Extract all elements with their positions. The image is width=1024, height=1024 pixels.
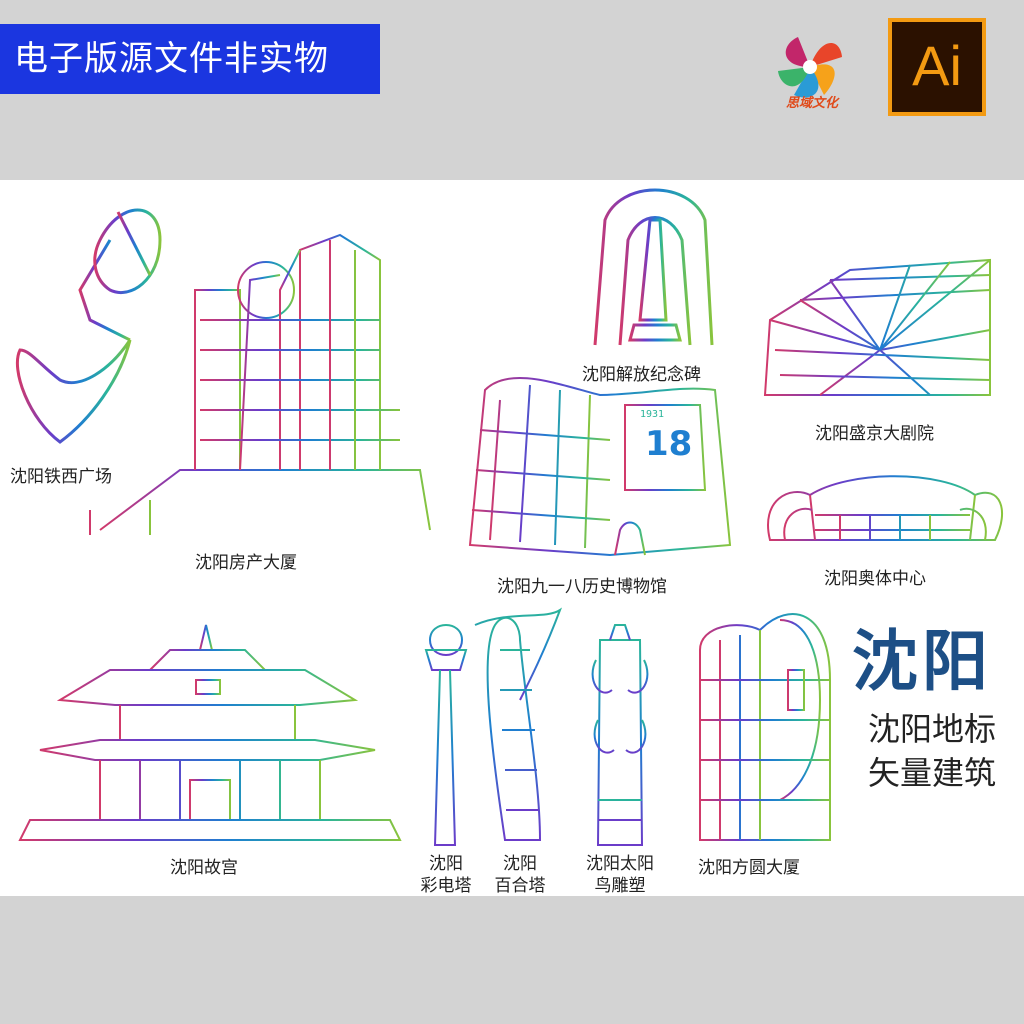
tiexi-square-drawing <box>15 208 162 452</box>
subtitle-line2: 矢量建筑 <box>868 754 997 792</box>
label-baihe-line2: 百合塔 <box>494 876 546 896</box>
shengjing-theater-drawing <box>760 258 1000 408</box>
label-gugong-palace: 沈阳故宫 <box>170 858 238 878</box>
label-jiefang-monument: 沈阳解放纪念碑 <box>582 365 701 385</box>
label-caidian-line1: 沈阳 <box>429 854 463 874</box>
museum-day-text: 18 <box>645 424 692 464</box>
label-taiyang-bird: 沈阳太阳 鸟雕塑 <box>578 853 662 897</box>
label-aoti-center: 沈阳奥体中心 <box>824 569 926 589</box>
caidian-tower-drawing <box>424 555 468 846</box>
illustration-canvas: 1931 18 <box>0 180 1024 896</box>
label-fangyuan-building: 沈阳方圆大厦 <box>698 858 800 878</box>
museum-year-text: 1931 <box>640 409 664 420</box>
label-tiexi-square: 沈阳铁西广场 <box>10 467 112 487</box>
label-taiyang-line1: 沈阳太阳 <box>586 854 654 874</box>
jiuyiba-museum-drawing <box>460 376 732 561</box>
banner-text: 电子版源文件非实物 <box>0 24 380 94</box>
ai-badge-icon: Ai <box>888 18 986 116</box>
landmark-drawings: 1931 18 <box>15 188 1004 846</box>
brand-name: 思域文化 <box>785 96 838 111</box>
label-caidian-line2: 彩电塔 <box>420 876 472 896</box>
city-title: 沈阳 <box>852 622 992 700</box>
taiyang-bird-drawing <box>588 624 650 846</box>
label-baihe-tower: 沈阳 百合塔 <box>488 853 552 897</box>
jiefang-monument-drawing <box>578 188 728 352</box>
fangchan-building-drawing <box>80 233 440 536</box>
label-caidian-tower: 沈阳 彩电塔 <box>416 853 476 897</box>
subtitle-line1: 沈阳地标 <box>868 710 997 748</box>
label-baihe-line1: 沈阳 <box>503 854 537 874</box>
baihe-tower-drawing <box>474 607 563 846</box>
fangyuan-building-drawing <box>690 613 840 846</box>
brand-logo-icon <box>778 37 842 98</box>
gugong-palace-drawing <box>18 620 402 841</box>
label-jiuyiba-museum: 沈阳九一八历史博物馆 <box>497 577 667 597</box>
label-taiyang-line2: 鸟雕塑 <box>594 876 646 896</box>
label-fangchan-building: 沈阳房产大厦 <box>195 553 297 573</box>
label-shengjing-theater: 沈阳盛京大剧院 <box>815 424 934 444</box>
aoti-center-drawing <box>760 475 1004 553</box>
